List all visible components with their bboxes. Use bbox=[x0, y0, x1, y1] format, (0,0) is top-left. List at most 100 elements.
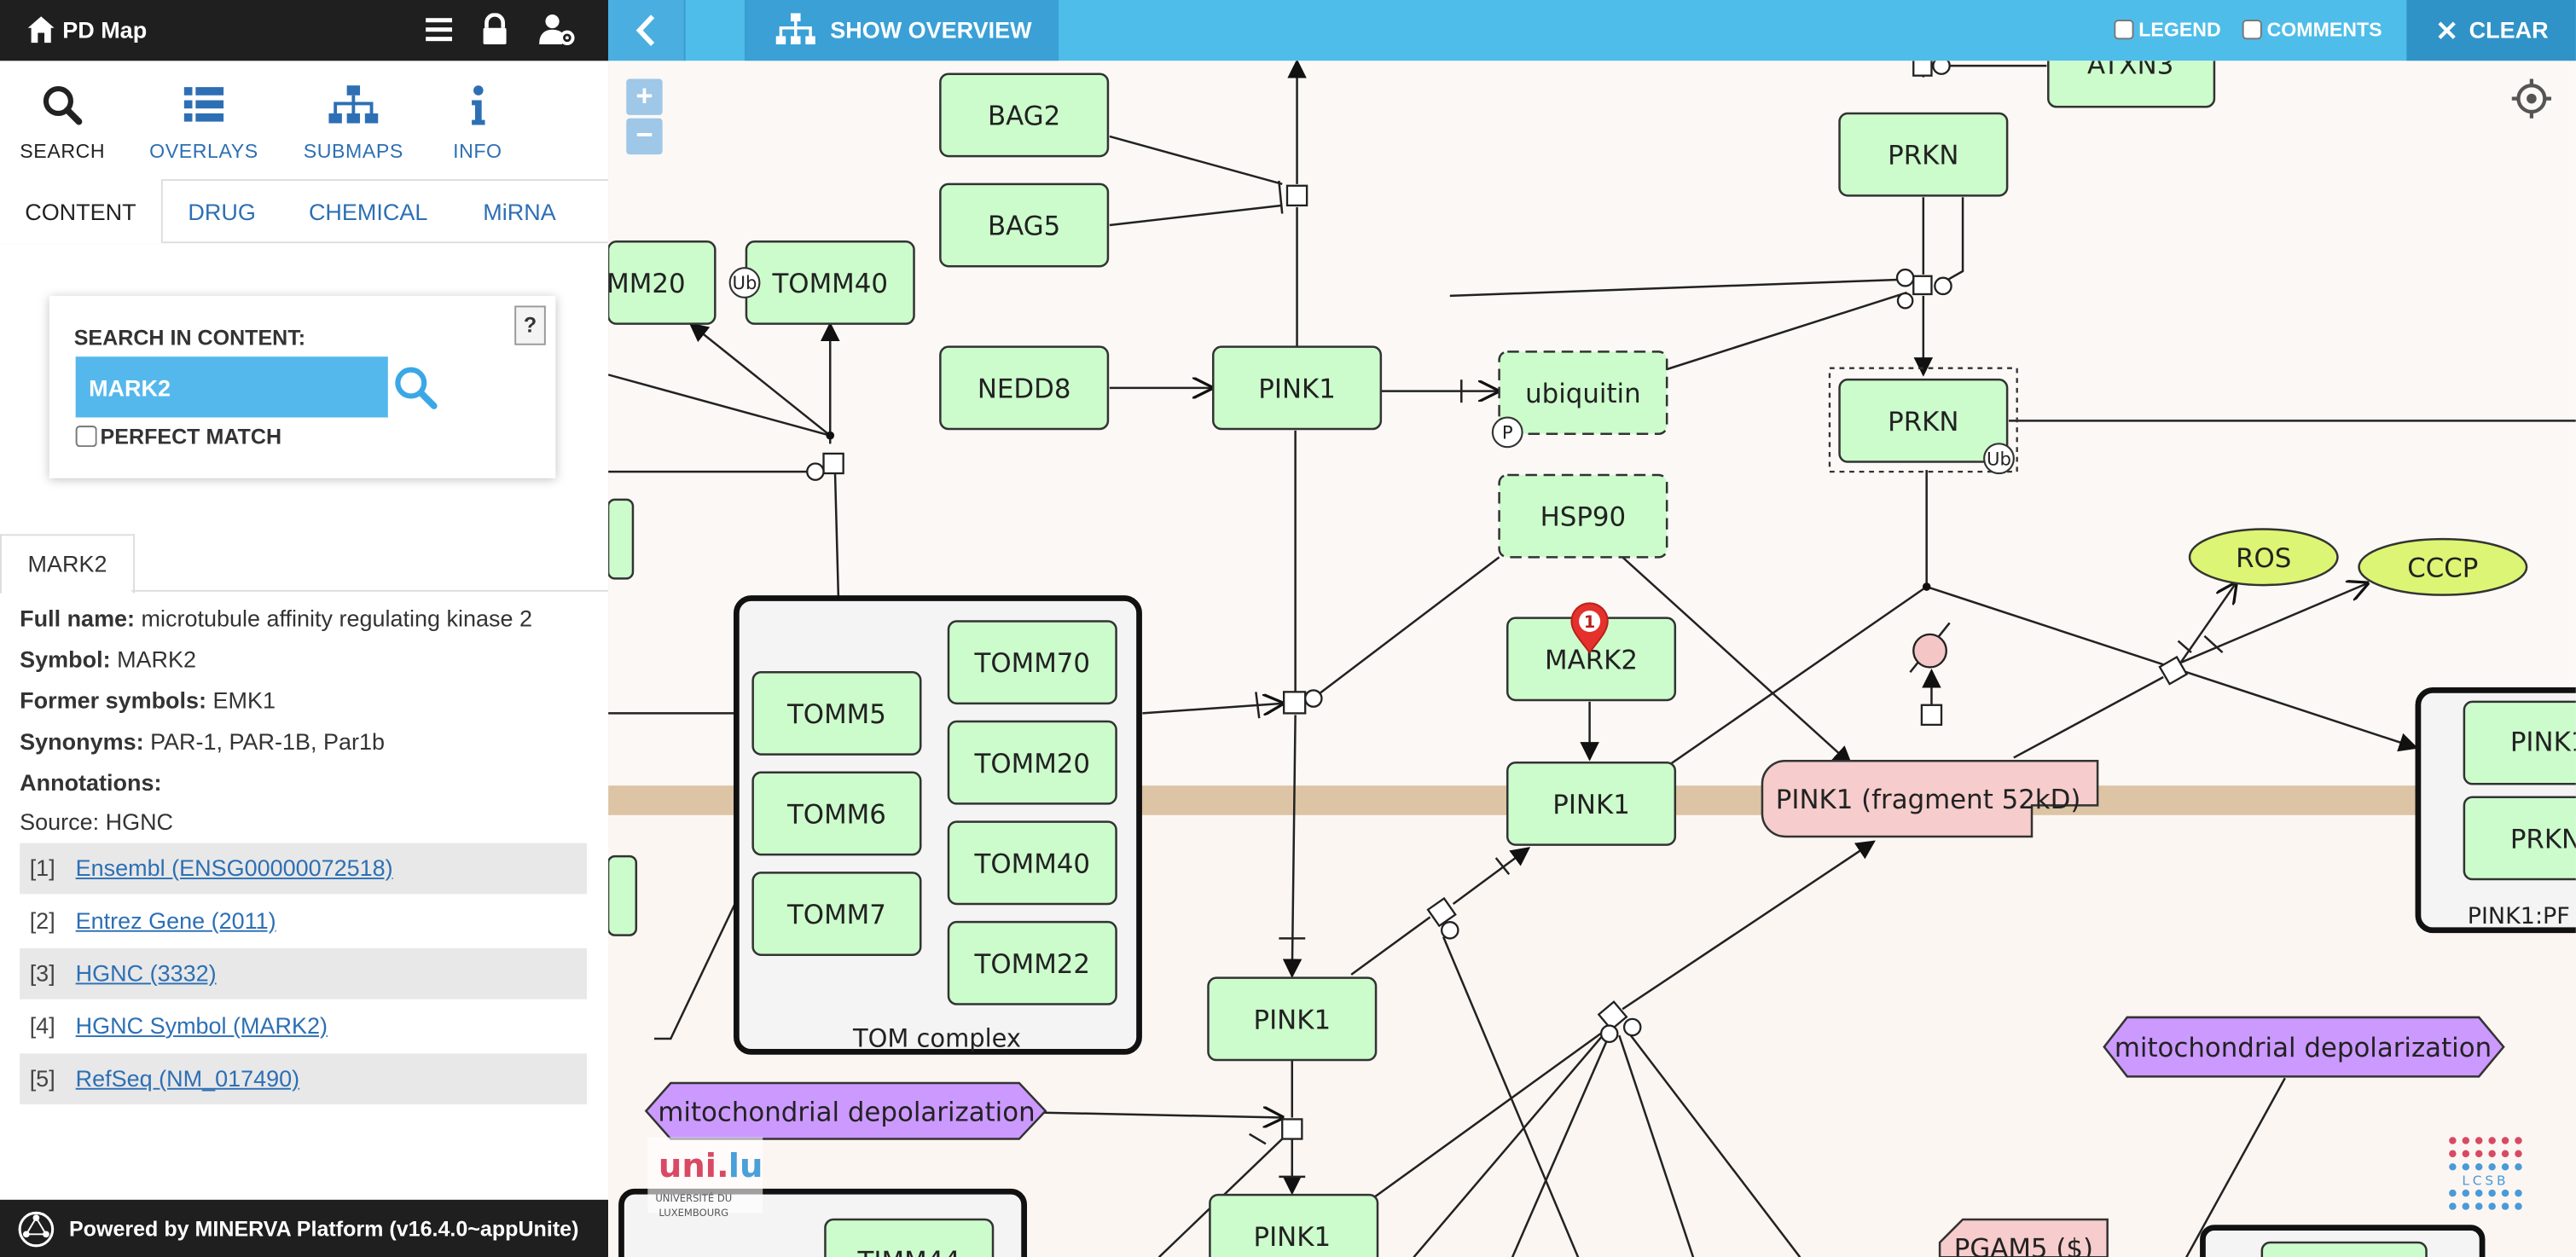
complex-member-prkn[interactable] bbox=[2463, 796, 2576, 881]
cccp-node[interactable] bbox=[2358, 537, 2528, 596]
reference-link[interactable]: RefSeq (NM_017490) bbox=[75, 1064, 300, 1092]
pink1-label: PINK1 bbox=[2510, 727, 2576, 758]
map-canvas[interactable]: Ub P Ub BAG2 BAG5 NEDD8 PINK1 ubiquitin … bbox=[608, 61, 2576, 1257]
result-tab[interactable]: MARK2 bbox=[0, 534, 136, 594]
home-icon[interactable] bbox=[26, 14, 56, 44]
collapse-panel-button[interactable] bbox=[608, 0, 686, 61]
phenotype-label: mitochondrial depolarization bbox=[658, 1097, 1035, 1127]
info-icon bbox=[471, 85, 484, 125]
sitemap-icon bbox=[775, 13, 815, 45]
pink1-fragment-label: PINK1 (fragment 52kD) bbox=[1776, 785, 2081, 815]
footer: Powered by MINERVA Platform (v16.4.0~app… bbox=[0, 1199, 609, 1257]
ros-label: ROS bbox=[2236, 543, 2291, 574]
reference-link[interactable]: Entrez Gene (2011) bbox=[75, 907, 276, 934]
cccp-label: CCCP bbox=[2407, 553, 2478, 583]
perfect-match-checkbox[interactable] bbox=[75, 426, 97, 448]
pink1-label: PINK1 bbox=[1258, 374, 1336, 404]
left-panel: PD Map SEARCH bbox=[0, 0, 610, 1257]
phospho-site-label: P bbox=[1502, 422, 1513, 443]
subtab-chemical[interactable]: CHEMICAL bbox=[308, 199, 428, 226]
tomm40-label: TOMM40 bbox=[771, 269, 888, 299]
modification-markers bbox=[728, 267, 2015, 475]
university-name: UNIVERSITÉ DU bbox=[655, 1191, 732, 1204]
tab-overlays-label: OVERLAYS bbox=[149, 139, 258, 163]
subtab-content[interactable]: CONTENT bbox=[0, 179, 163, 244]
tomm70-label: TOMM70 bbox=[974, 648, 1091, 679]
synonyms-row: Synonyms: PAR-1, PAR-1B, Par1b bbox=[20, 728, 385, 762]
tab-search[interactable]: SEARCH bbox=[7, 61, 119, 179]
comments-checkbox[interactable] bbox=[2242, 20, 2262, 40]
pink1-fragment-node[interactable] bbox=[1761, 760, 2099, 838]
lcsb-logo: LCSB bbox=[2449, 1137, 2522, 1210]
comments-toggle: COMMENTS bbox=[2242, 18, 2382, 41]
annotations-label: Annotations: bbox=[20, 768, 162, 796]
legend-label: LEGEND bbox=[2138, 18, 2221, 42]
search-result-marker-icon[interactable]: 1 bbox=[1570, 602, 1609, 654]
lock-icon[interactable] bbox=[479, 13, 512, 46]
legend-checkbox[interactable] bbox=[2114, 20, 2134, 40]
reference-item: [4]HGNC Symbol (MARK2) bbox=[20, 1001, 587, 1052]
show-overview-button[interactable]: SHOW OVERVIEW bbox=[746, 0, 1059, 61]
process-nodes bbox=[806, 61, 2189, 1140]
phenotype-label: mitochondrial depolarization bbox=[2115, 1033, 2492, 1063]
reference-item: [2] Entrez Gene (2011) bbox=[20, 895, 587, 947]
tomm40-label: TOMM40 bbox=[974, 849, 1091, 879]
reference-number: [1] bbox=[29, 854, 55, 881]
reference-number: [2] bbox=[29, 907, 55, 934]
phenotype-node[interactable] bbox=[2103, 1016, 2505, 1078]
list-icon bbox=[183, 87, 224, 122]
search-icon bbox=[43, 85, 83, 125]
ros-node[interactable] bbox=[2188, 528, 2339, 587]
ubiquitin-label: ubiquitin bbox=[1525, 379, 1641, 409]
show-overview-label: SHOW OVERVIEW bbox=[830, 16, 1032, 43]
crosshair-icon[interactable] bbox=[2510, 78, 2553, 120]
tomm20-label: TOMM20 bbox=[974, 749, 1091, 779]
reference-number: [3] bbox=[29, 959, 55, 987]
subtab-drug[interactable]: DRUG bbox=[188, 199, 256, 226]
search-panel: SEARCH IN CONTENT: ? PERFECT MATCH bbox=[49, 295, 556, 478]
complex-member-pink1[interactable] bbox=[2463, 700, 2576, 785]
bag2-label: BAG2 bbox=[988, 101, 1060, 131]
subtab-mirna[interactable]: MiRNA bbox=[483, 199, 556, 226]
pink1-label: PINK1 bbox=[1253, 1005, 1331, 1035]
search-input[interactable] bbox=[75, 356, 388, 418]
former-symbols-label: Former symbols: bbox=[20, 686, 207, 714]
toolbar-spacer bbox=[686, 0, 746, 61]
zoom-in-button[interactable]: + bbox=[626, 78, 663, 115]
user-settings-icon[interactable] bbox=[539, 13, 575, 46]
clear-button[interactable]: CLEAR bbox=[2406, 0, 2576, 61]
tomm20-label: MM20 bbox=[608, 269, 686, 299]
symbol-label: Symbol: bbox=[20, 646, 111, 673]
nedd8-label: NEDD8 bbox=[978, 374, 1071, 404]
tab-submaps[interactable]: SUBMAPS bbox=[296, 61, 411, 179]
tab-info[interactable]: INFO bbox=[440, 61, 514, 179]
app-title: PD Map bbox=[62, 16, 148, 43]
pgam5-node[interactable] bbox=[1938, 1218, 2109, 1257]
main-tabs: SEARCH OVERLAYS SUBMAPS bbox=[0, 61, 609, 181]
search-label: SEARCH IN CONTENT: bbox=[73, 325, 306, 350]
help-button[interactable]: ? bbox=[514, 305, 546, 345]
chevron-left-icon bbox=[635, 14, 655, 47]
zoom-out-button[interactable]: − bbox=[626, 118, 663, 155]
menu-icon[interactable] bbox=[422, 13, 455, 46]
tab-overlays[interactable]: OVERLAYS bbox=[145, 61, 264, 179]
timm44-node[interactable] bbox=[824, 1218, 995, 1257]
prkn-label: PRKN bbox=[1888, 407, 1958, 437]
reference-link[interactable]: HGNC (3332) bbox=[75, 959, 217, 987]
search-button-icon[interactable] bbox=[393, 365, 439, 411]
tomm7-label: TOMM7 bbox=[786, 900, 886, 930]
top-bar: PD Map bbox=[0, 0, 609, 61]
complex-label: PINK1:PF bbox=[2468, 903, 2570, 930]
reference-item: [1] Ensembl (ENSG00000072518) bbox=[20, 843, 588, 895]
footer-text[interactable]: Powered by MINERVA Platform (v16.4.0~app… bbox=[68, 1216, 579, 1242]
pgam5-label: PGAM5 ($) bbox=[1954, 1233, 2093, 1257]
source-row: Source: HGNC bbox=[20, 808, 174, 836]
reference-link[interactable]: HGNC Symbol (MARK2) bbox=[75, 1012, 328, 1039]
sub-tabs: CONTENT DRUG CHEMICAL MiRNA bbox=[0, 179, 609, 244]
minerva-logo-icon[interactable] bbox=[16, 1209, 55, 1248]
tab-submaps-label: SUBMAPS bbox=[303, 139, 403, 163]
phenotype-node[interactable] bbox=[644, 1081, 1047, 1140]
reference-link[interactable]: Ensembl (ENSG00000072518) bbox=[75, 854, 393, 881]
bottom-complex-member[interactable] bbox=[2260, 1241, 2428, 1257]
